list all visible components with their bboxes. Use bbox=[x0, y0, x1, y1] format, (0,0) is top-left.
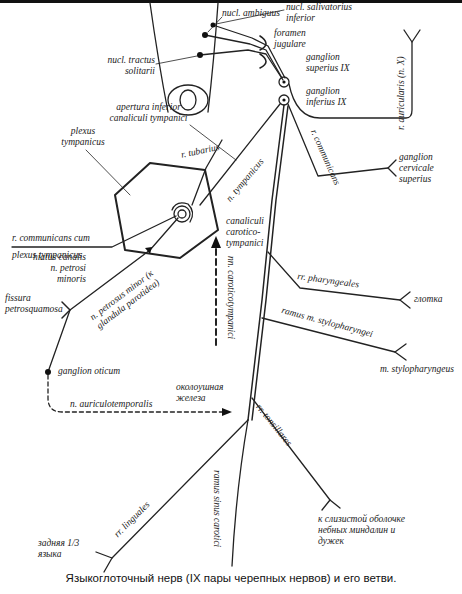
nerve-trunk bbox=[248, 105, 284, 420]
branch-fork bbox=[404, 30, 420, 42]
structure-label: fissura petrosquamosa bbox=[5, 293, 67, 315]
structure-label: r. tubarius bbox=[180, 142, 221, 161]
figure-caption: Языкоглоточный нерв (IX пары черепных не… bbox=[0, 572, 462, 584]
structure-label: n. tympanicus bbox=[224, 157, 267, 205]
structure-label: ganglion inferius IX bbox=[306, 86, 360, 108]
leader-line bbox=[86, 150, 130, 195]
nucleus-dot bbox=[202, 32, 208, 38]
ganglion-symbol bbox=[279, 77, 289, 87]
top-rule bbox=[0, 0, 462, 3]
ganglion-dot bbox=[282, 98, 285, 101]
structure-label: задняя 1/3 языка bbox=[38, 538, 88, 560]
plexus-swirl bbox=[178, 210, 186, 218]
structure-label: n. petrosus minor (к glandula parotidea) bbox=[88, 257, 177, 332]
structure-label: rr. tonsillares bbox=[253, 402, 294, 449]
leader-line bbox=[156, 56, 197, 64]
nerve-fiber bbox=[205, 35, 282, 78]
structure-label: hiatus canalis n. petrosi minoris bbox=[24, 252, 86, 286]
structure-label: m. stylopharyngeus bbox=[380, 364, 454, 375]
structure-label: rr. linguales bbox=[112, 500, 152, 540]
leader-line bbox=[208, 17, 222, 32]
branch-fork bbox=[322, 500, 340, 510]
structure-label: ganglion oticum bbox=[58, 366, 120, 377]
nerve-fiber bbox=[200, 50, 283, 80]
structure-label: foramen jugulare bbox=[274, 28, 324, 50]
plexus-swirl bbox=[172, 203, 193, 222]
fissure-mark bbox=[62, 302, 70, 318]
structure-label: plexus tympanicus bbox=[52, 126, 114, 148]
structure-label: rr. pharyngeales bbox=[296, 271, 359, 291]
foramen-mark bbox=[260, 54, 266, 68]
structure-label: n. auriculotemporalis bbox=[70, 399, 152, 410]
structure-label: r. auricularis (n. X) bbox=[396, 56, 407, 130]
arrow-head bbox=[145, 247, 152, 254]
ganglion-symbol bbox=[279, 95, 289, 105]
nerve-branch bbox=[215, 244, 217, 345]
branch-fork bbox=[400, 292, 410, 308]
nerve-branch bbox=[289, 42, 412, 118]
nucleus-dot bbox=[197, 52, 203, 58]
nerve-branch bbox=[112, 420, 248, 558]
nerve-branch bbox=[252, 398, 330, 500]
branch-fork bbox=[395, 344, 406, 360]
ganglion-dot bbox=[282, 80, 285, 83]
structure-label: nucl. ambiguus bbox=[222, 8, 280, 19]
brainstem-outline bbox=[208, 3, 218, 112]
nerve-trunk bbox=[252, 106, 288, 420]
arrow-head bbox=[211, 236, 221, 248]
arrow-head bbox=[222, 408, 232, 416]
plexus-outline bbox=[115, 163, 218, 258]
structure-label: к слизистой оболочке небных миндалин и д… bbox=[318, 514, 410, 548]
nerve-branch bbox=[232, 420, 248, 566]
structure-label: r. communicans bbox=[308, 128, 342, 187]
ganglion-dot bbox=[45, 369, 51, 375]
structure-label: ganglion superius IX bbox=[306, 52, 360, 74]
structure-label: nucl. salivatorius inferior bbox=[286, 2, 371, 24]
structure-label: околоушная железа bbox=[176, 382, 238, 404]
branch-fork bbox=[388, 160, 396, 176]
foramen-mark bbox=[260, 36, 266, 50]
branch-fork bbox=[96, 552, 112, 572]
structure-label: nucl. tractus solitarii bbox=[95, 55, 155, 77]
nerve-branch bbox=[288, 104, 388, 176]
brainstem-section bbox=[180, 90, 196, 110]
structure-label: canaliculi carotico-tympanici bbox=[226, 216, 288, 250]
structure-label: nn. caroticotympanici bbox=[225, 256, 236, 339]
structure-label: ganglion cervicale superius bbox=[399, 152, 457, 186]
nucleus-dot bbox=[211, 23, 216, 28]
structure-label: ramus sinus carotici bbox=[211, 470, 222, 547]
structure-label: apertura inferior canaliculi tympanici bbox=[96, 102, 201, 124]
structure-label: глотка bbox=[414, 294, 442, 305]
nerve-branch bbox=[268, 252, 400, 300]
